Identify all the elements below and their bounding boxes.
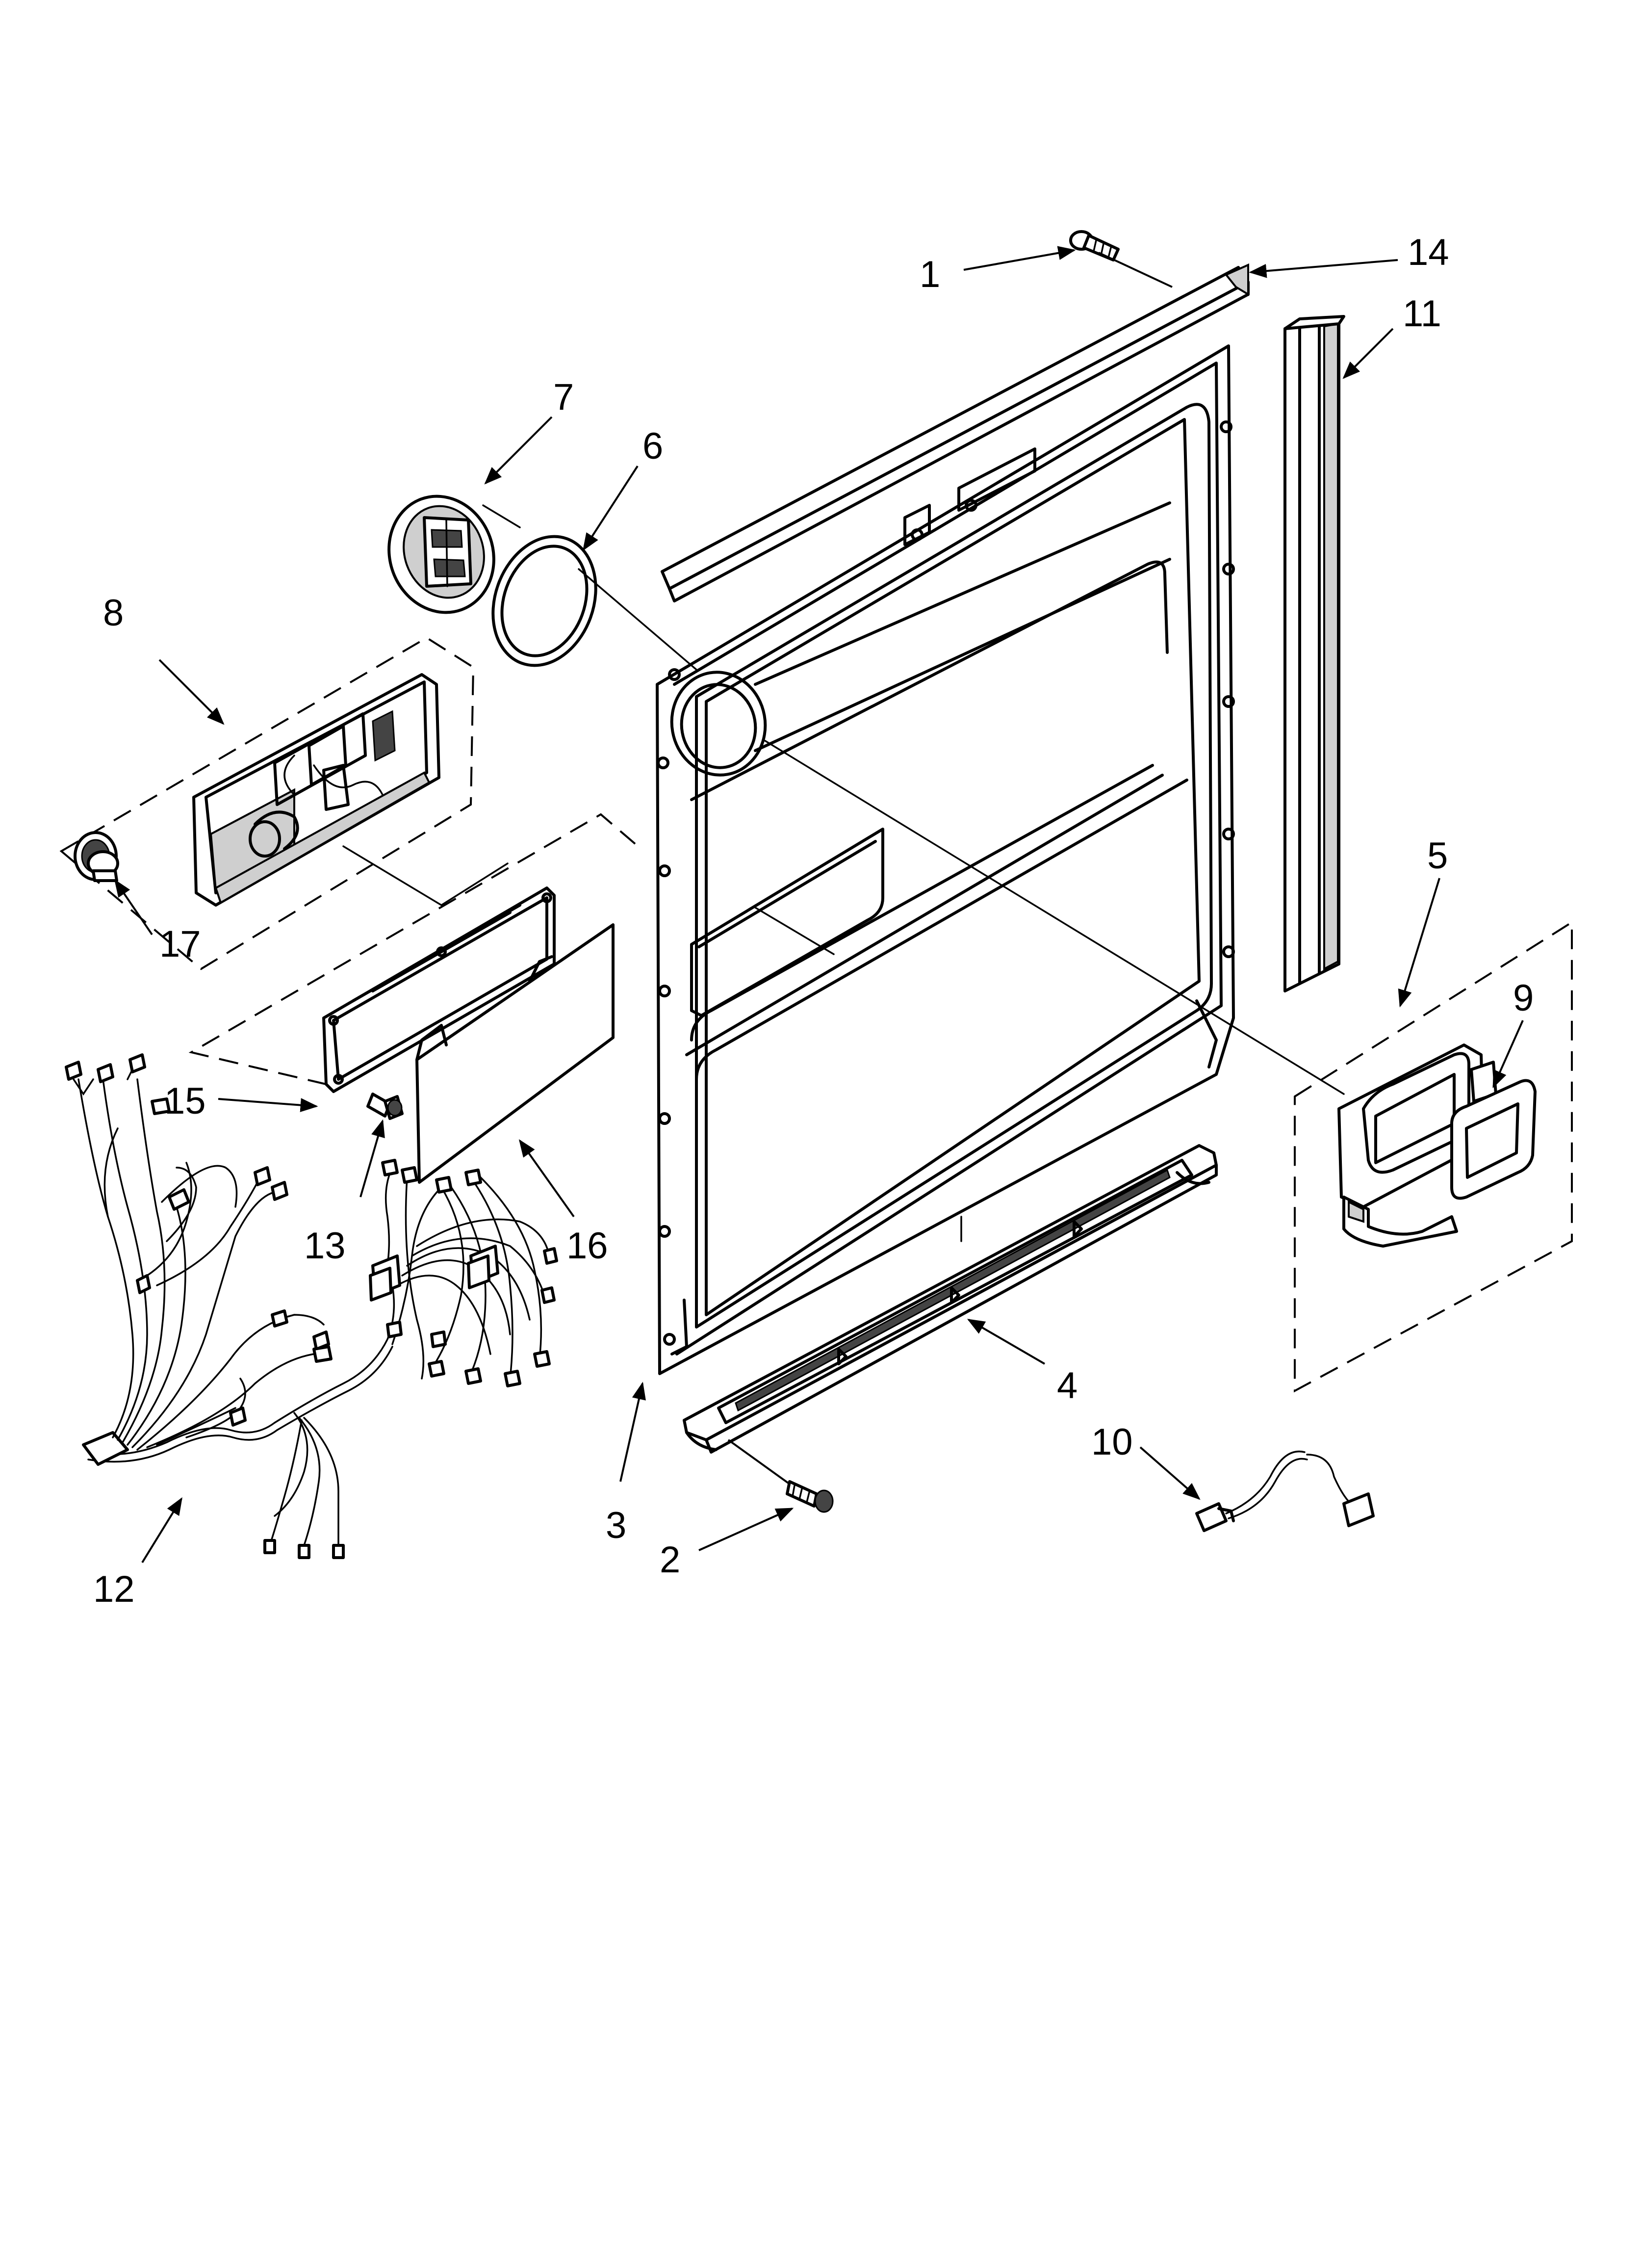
callout-8: 8 [103,592,124,634]
wire-harness-part-12 [65,1053,558,1559]
callout-6: 6 [642,425,663,467]
control-panel-part-8 [192,673,440,907]
dispenser-cap-part-7 [387,495,495,614]
callout-13: 13 [304,1225,346,1267]
control-panel-dashed-box [59,636,475,970]
callout-16: 16 [566,1225,608,1267]
screw-part-2 [786,1480,834,1513]
vent-part-5 [1337,1043,1497,1248]
screw-part-1 [1069,230,1120,261]
board-dashed-connector [188,813,636,1085]
top-trim-part-14 [661,263,1250,602]
callout-14: 14 [1408,232,1449,273]
callout-12: 12 [93,1568,135,1610]
callout-4: 4 [1057,1365,1078,1407]
callout-10: 10 [1091,1421,1133,1463]
callout-9: 9 [1513,977,1534,1019]
callout-1: 1 [920,254,940,295]
shield-cover-part-16 [415,923,615,1184]
knob-part-17 [74,831,119,882]
side-gasket-part-11 [1283,315,1345,992]
wire-jumper-part-10 [1195,1450,1375,1532]
callout-5: 5 [1427,835,1448,877]
callout-7: 7 [553,376,574,418]
bottom-trim-part-4 [683,1144,1218,1454]
leader-arrows [114,246,1524,1564]
callout-15: 15 [164,1080,206,1122]
callout-11: 11 [1403,293,1441,335]
panel-screw-heads [657,420,1235,1346]
o-ring-part-6 [491,535,597,667]
callout-labels: 1 14 11 7 6 8 5 9 17 15 13 16 4 10 3 2 1… [93,232,1534,1610]
inner-door-panel [656,344,1235,1375]
vent-assembly-dashed-box [1294,920,1573,1393]
vent-gasket-part-9 [1450,1079,1537,1200]
screw-part-13 [366,1093,404,1120]
callout-2: 2 [660,1539,680,1581]
callout-17: 17 [159,923,201,965]
callout-3: 3 [606,1505,626,1546]
